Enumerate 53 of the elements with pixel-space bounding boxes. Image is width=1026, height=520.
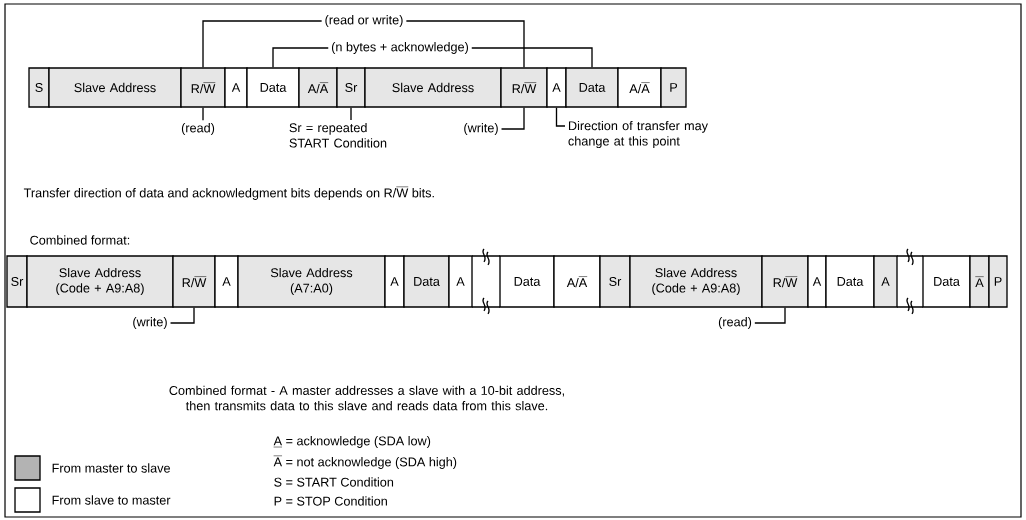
annotation-text: (read)	[181, 123, 215, 135]
leader-line	[471, 47, 593, 68]
field-cell: Data	[499, 255, 555, 308]
field-cell: $\overline{\text{A}}$	[969, 255, 990, 308]
note-text: S = START Condition	[274, 477, 394, 487]
field-cell: $\text{A/}\overline{\text{A}}$	[553, 255, 601, 308]
annotation-text: (n bytes + acknowledge)	[331, 42, 468, 54]
annotation-text: Sr = repeated START Condition	[289, 122, 387, 148]
leader-line	[500, 107, 525, 130]
leader-line	[405, 20, 525, 68]
field-cell: P	[660, 67, 687, 108]
field-cell: A	[214, 255, 239, 308]
note-text: $\overline{\text{A}}\text{ = not acknowledge (SDA high)}$	[273, 455, 457, 469]
field-cell: A	[807, 255, 827, 308]
field-cell: $\text{R/}\overline{\text{W}}$	[761, 255, 809, 308]
field-cell: A	[873, 255, 898, 308]
field-cell: Data	[403, 255, 450, 308]
field-cell: Data	[565, 67, 619, 108]
field-cell: A	[384, 255, 405, 308]
note-text: P = STOP Condition	[274, 496, 387, 506]
field-cell: Slave Address (A7:A0)	[237, 255, 386, 308]
note-text: Combined format:	[30, 235, 130, 245]
note-text: Combined format - A master addresses a slave with a 10-bit address, then transmits data to this slave and reads data from this slave.	[169, 385, 564, 411]
leader-line	[555, 107, 566, 127]
field-cell: S	[28, 67, 50, 108]
annotation-text: (write)	[133, 317, 167, 329]
note-text: $\underline{\text{A}}\text{ = acknowledge (SDA low)}$	[273, 436, 431, 448]
field-cell: $\text{A/}\overline{\text{A}}$	[298, 67, 338, 108]
legend-label: From master to slave	[52, 463, 170, 473]
field-cell: $\text{R/}\overline{\text{W}}$	[500, 67, 548, 108]
field-cell: Sr	[6, 255, 28, 308]
note-text: $\text{Transfer direction of data and acknowledgment bits depends on R/}\overline{\text{W}}\text{ bits.}$	[23, 186, 434, 200]
field-cell: A	[448, 255, 473, 308]
annotation-text: (read)	[718, 317, 752, 329]
field-cell: $\text{R/}\overline{\text{W}}$	[180, 67, 226, 108]
field-cell: Data	[922, 255, 971, 308]
field-cell: P	[988, 255, 1008, 308]
annotation-text: Direction of transfer may change at this point	[568, 120, 708, 149]
field-cell: A	[546, 67, 567, 108]
leader-line	[202, 20, 323, 68]
annotation-text: (read or write)	[325, 15, 403, 27]
leader-line	[202, 107, 204, 121]
field-cell: A	[224, 67, 248, 108]
leader-line	[350, 107, 352, 121]
leader-line	[754, 307, 786, 324]
field-cell: Sr	[336, 67, 366, 108]
legend-label: From slave to master	[52, 495, 171, 505]
field-cell: $\text{R/}\overline{\text{W}}$	[172, 255, 216, 308]
field-cell: Sr	[599, 255, 631, 308]
field-cell: $\text{A/}\overline{\text{A}}$	[617, 67, 662, 108]
annotation-text: (write)	[464, 123, 498, 135]
leader-line	[169, 307, 195, 324]
leader-line	[272, 47, 329, 68]
